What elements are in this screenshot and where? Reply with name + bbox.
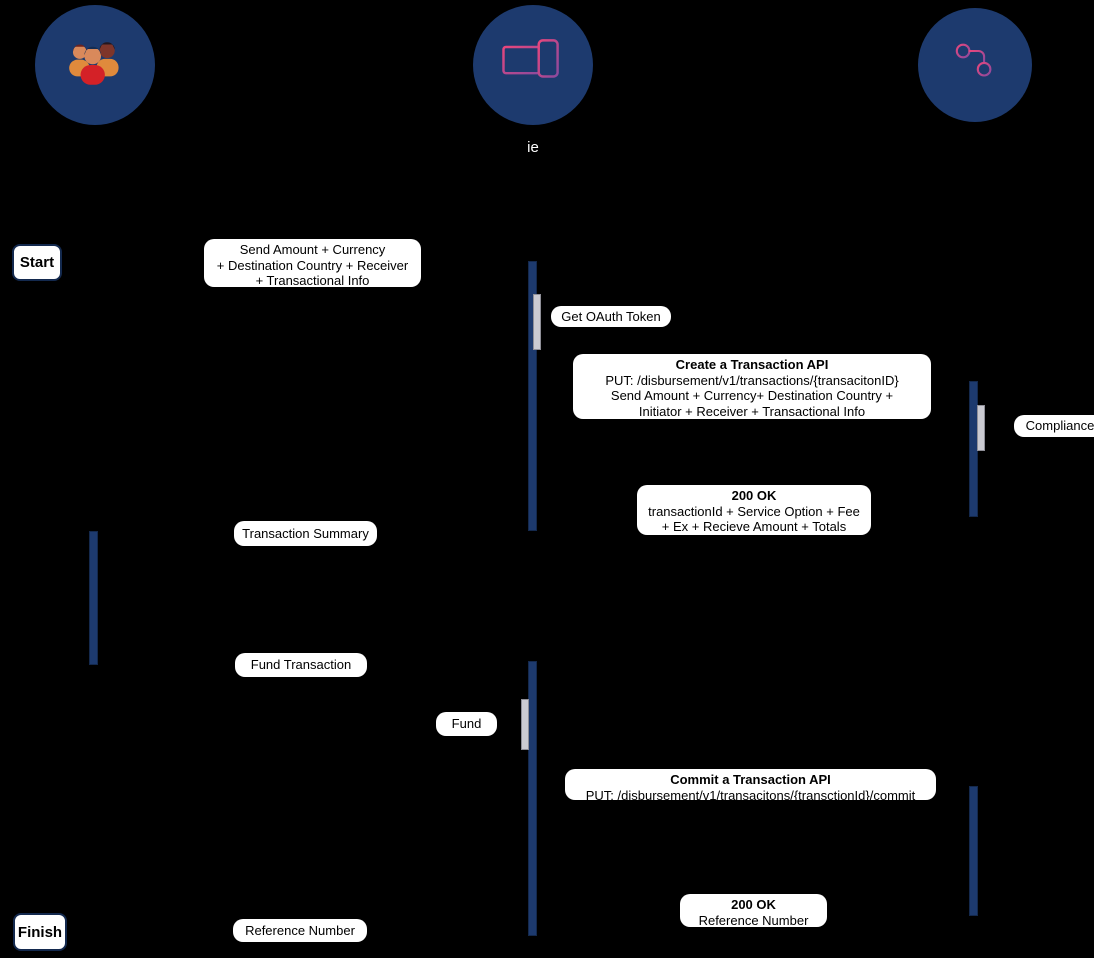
actor-client-application (473, 5, 593, 125)
activation-customer (89, 531, 98, 665)
message-title: 200 OK (731, 488, 777, 503)
message-line: Initiator + Receiver + Transactional Inf… (638, 403, 866, 419)
message-commit-transaction-api: Commit a Transaction API PUT: /disbursem… (565, 769, 936, 800)
actor-customer (35, 5, 155, 125)
message-200-ok-reference: 200 OK Reference Number (680, 894, 827, 927)
start-label: Start (19, 254, 55, 271)
message-line: Reference Number (245, 922, 355, 938)
activation-client-1 (528, 261, 537, 531)
finish-label: Finish (17, 923, 63, 941)
message-transaction-summary: Transaction Summary (234, 521, 377, 546)
actor-api-platform (918, 8, 1032, 122)
message-title: Commit a Transaction API (670, 772, 831, 787)
message-title: Create a Transaction API (675, 357, 829, 372)
message-fund: Fund (436, 712, 497, 736)
message-line: + Ex + Recieve Amount + Totals (661, 519, 847, 534)
message-line: Get OAuth Token (561, 308, 661, 324)
activation-client-2 (528, 661, 537, 936)
activation-api-2 (969, 786, 978, 916)
lifeline-client-application (532, 125, 534, 958)
start-node: Start (12, 244, 62, 281)
message-line: Send Amount + Currency (239, 242, 386, 257)
self-activation-fund (521, 699, 529, 750)
message-get-oauth-token: Get OAuth Token (551, 306, 671, 327)
message-title: 200 OK (731, 897, 776, 912)
message-200-ok-transaction: 200 OK transactionId + Service Option + … (637, 485, 871, 535)
message-line: transactionId + Service Option + Fee (648, 503, 860, 519)
people-icon (69, 42, 119, 85)
message-line: PUT: /disbursement/v1/transacitons/{tran… (585, 787, 916, 801)
message-create-transaction-api: Create a Transaction API PUT: /disbursem… (573, 354, 931, 419)
message-line: Fund Transaction (250, 657, 352, 673)
message-reference-number: Reference Number (233, 919, 367, 942)
message-line: Reference Number (698, 912, 809, 928)
message-fund-transaction: Fund Transaction (235, 653, 367, 677)
message-line: Fund (451, 716, 482, 732)
self-activation-compliance (977, 405, 985, 451)
finish-node: Finish (13, 913, 67, 951)
branch-route-icon (955, 43, 992, 88)
message-line: + Destination Country + Receiver (216, 257, 409, 273)
devices-icon (497, 39, 559, 80)
message-line: Transaction Summary (242, 525, 369, 541)
message-line: Compliance (1025, 418, 1094, 434)
lifeline-api-platform (974, 122, 976, 958)
message-line: + Transactional Info (255, 273, 370, 287)
message-line: Send Amount + Currency+ Destination Coun… (610, 388, 894, 403)
actor-label-client-application: ie (527, 139, 539, 156)
message-send-amount: Send Amount + Currency + Destination Cou… (204, 239, 421, 287)
self-activation-oauth (533, 294, 541, 350)
message-compliance: Compliance (1014, 415, 1094, 437)
message-line: PUT: /disbursement/v1/transactions/{tran… (605, 372, 899, 388)
